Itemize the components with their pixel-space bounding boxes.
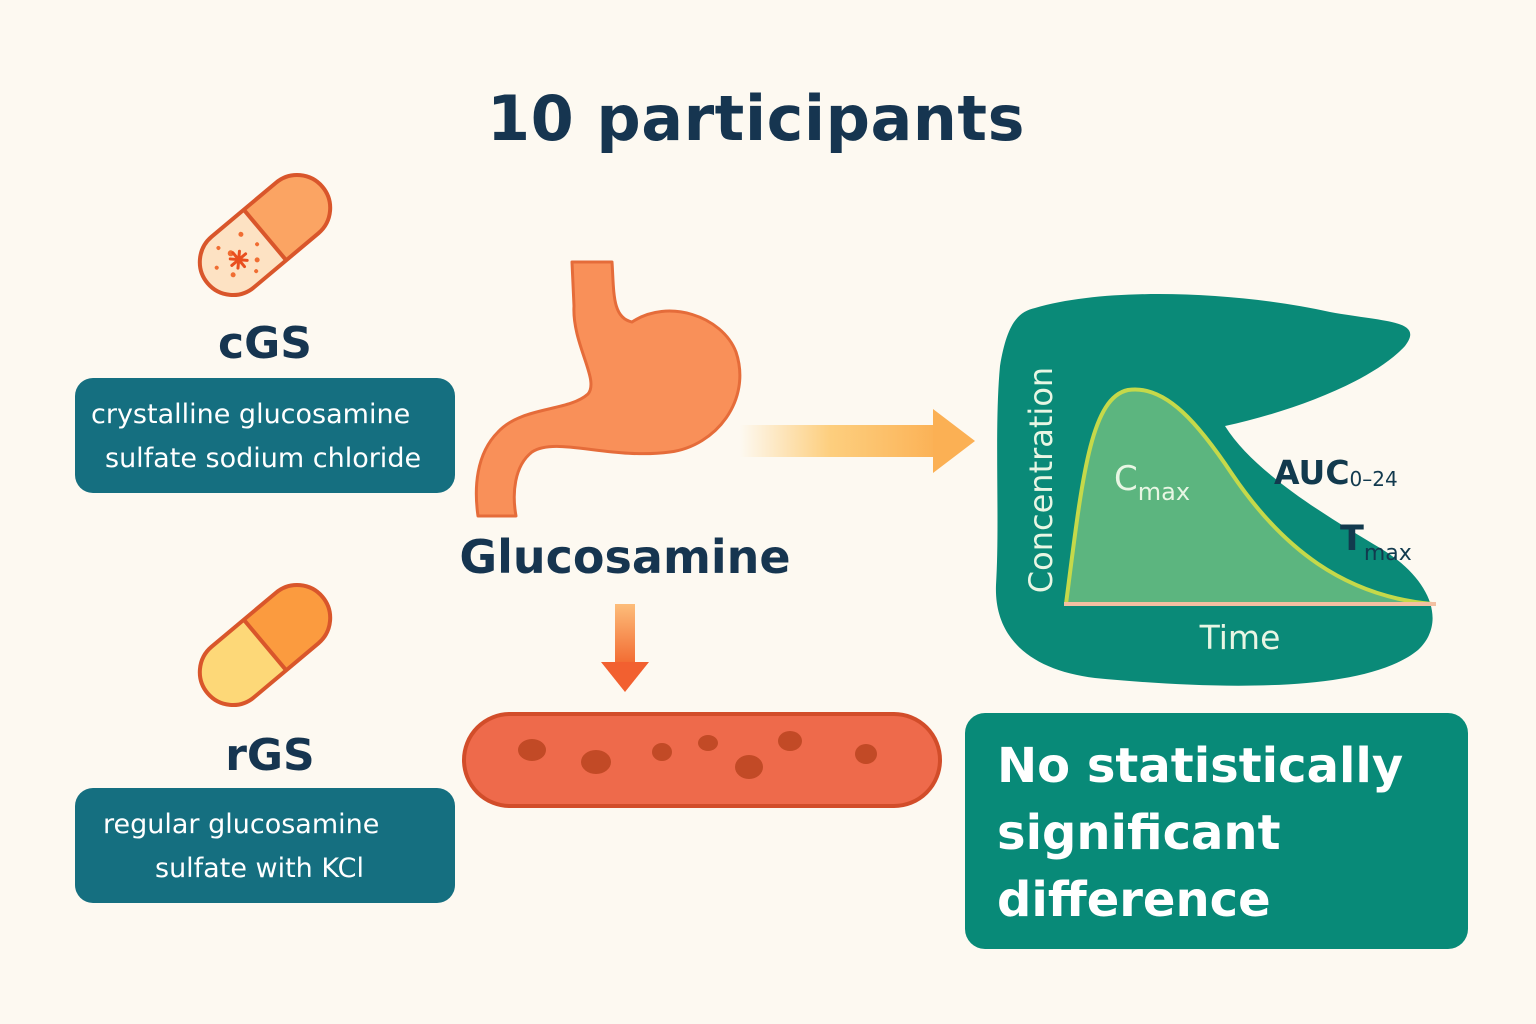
- cmax-label: Cmax: [1114, 459, 1190, 506]
- cgs-capsule-icon: [186, 161, 344, 309]
- page-title: 10 participants: [487, 82, 1025, 155]
- blood-vessel-icon: [462, 712, 942, 808]
- x-axis-label: Time: [1199, 618, 1281, 657]
- pharmacokinetic-graph: Concentration Time Cmax AUC0–24 Tmax: [995, 294, 1436, 686]
- result-line-1: No statistically: [997, 738, 1404, 794]
- concentration-curve: [1064, 387, 1434, 606]
- result-line-3: difference: [997, 872, 1271, 928]
- rgs-label: rGS: [225, 730, 315, 781]
- rgs-capsule-icon: [186, 571, 344, 719]
- rgs-description-line-1: regular glucosamine: [103, 809, 380, 840]
- result-box: No statistically significant difference: [965, 713, 1468, 949]
- cgs-description-line-1: crystalline glucosamine: [91, 399, 411, 430]
- rgs-description-line-2: sulfate with KCl: [155, 853, 364, 884]
- cgs-description-line-2: sulfate sodium chloride: [105, 443, 422, 474]
- auc-label: AUC0–24: [1274, 453, 1398, 492]
- absorption-arrow-right-icon: [740, 409, 975, 473]
- rgs-description-box: regular glucosamine sulfate with KCl: [75, 788, 455, 903]
- tmax-label: Tmax: [1340, 519, 1412, 566]
- y-axis-label: Concentration: [1022, 367, 1060, 593]
- cgs-label: cGS: [218, 318, 312, 369]
- glucosamine-label: Glucosamine: [459, 530, 791, 584]
- stomach-icon: [474, 260, 742, 518]
- result-line-2: significant: [997, 805, 1281, 861]
- cgs-description-box: crystalline glucosamine sulfate sodium c…: [75, 378, 455, 493]
- absorption-arrow-down-icon: [601, 604, 649, 692]
